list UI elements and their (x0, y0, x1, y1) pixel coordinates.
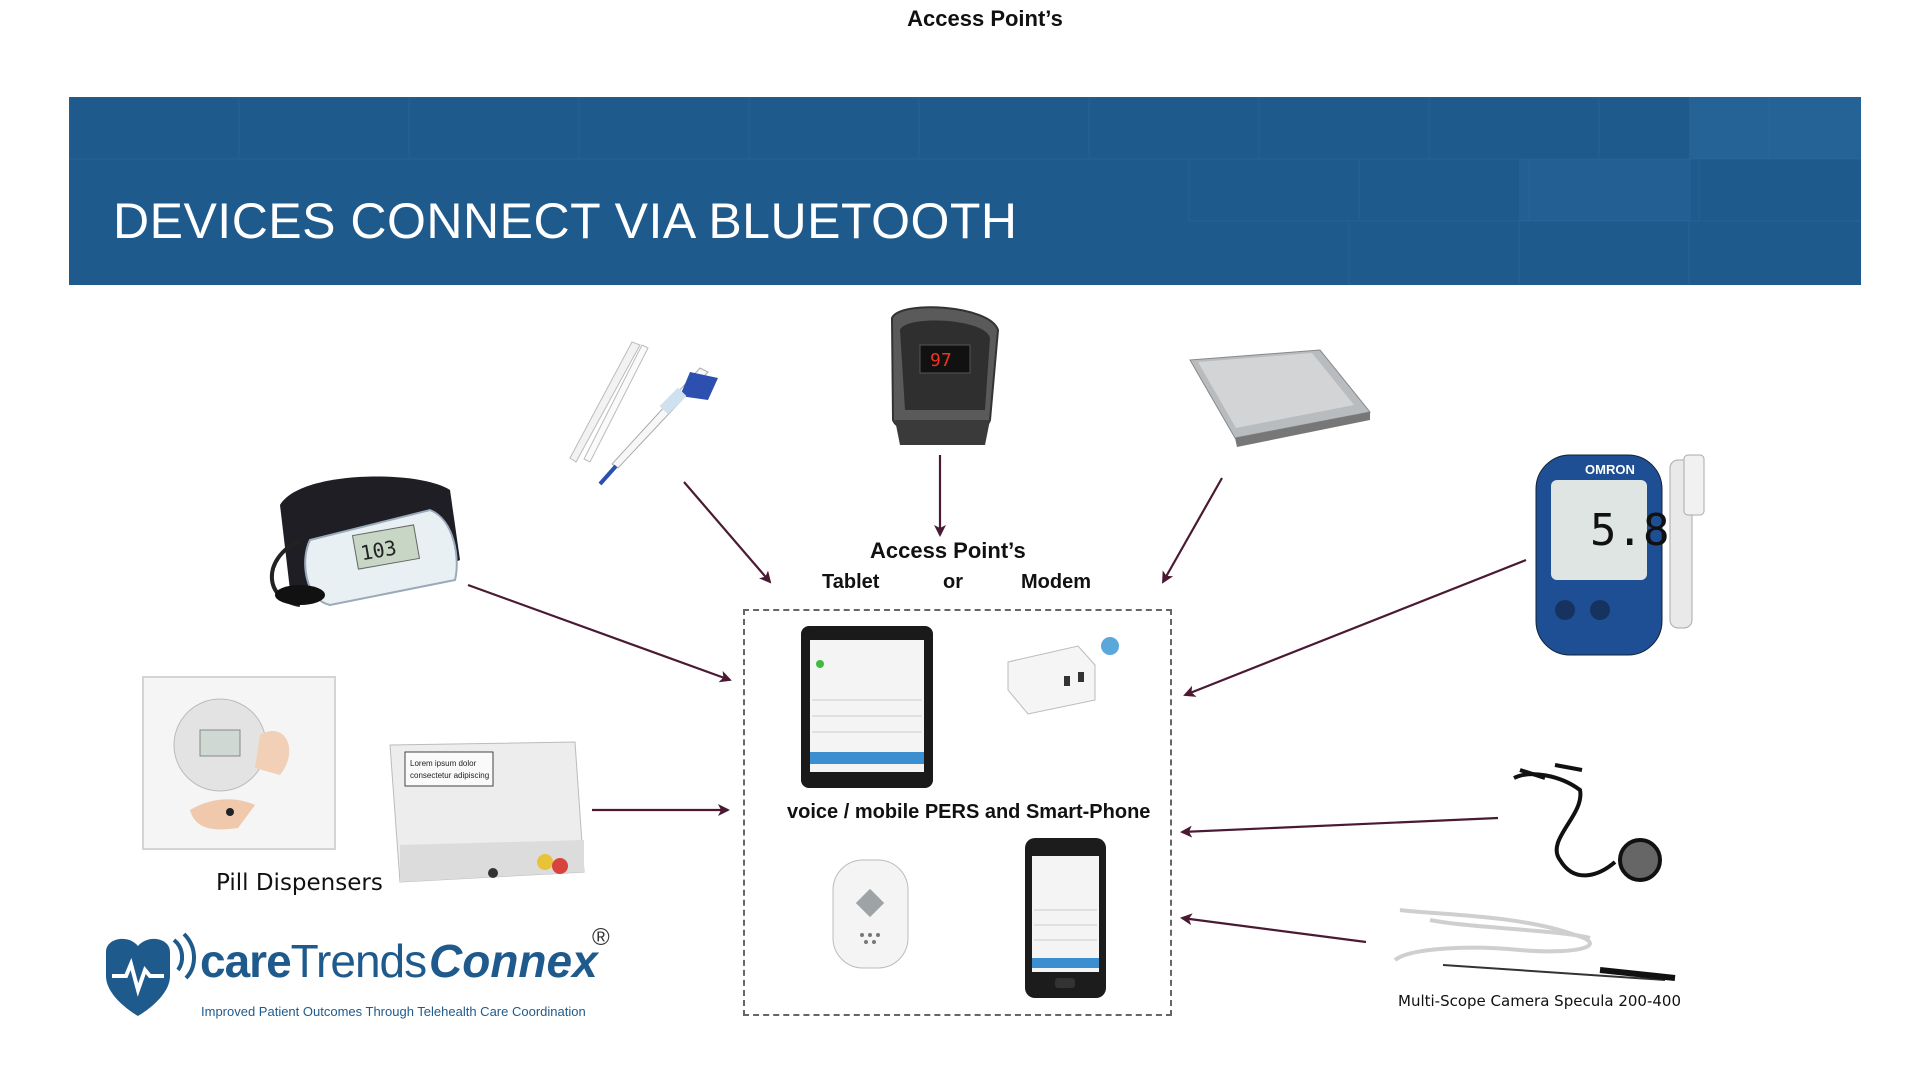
glucose-meter-icon: OMRON 5.8 (1535, 454, 1705, 656)
or-label: or (943, 571, 963, 593)
tablet-label: Tablet (822, 571, 880, 593)
thermometer-icon (569, 341, 718, 486)
pill-dispenser-photo (142, 676, 336, 850)
arrow-glucose (1183, 558, 1527, 697)
logo-tagline: Improved Patient Outcomes Through Telehe… (201, 1004, 586, 1019)
page-top-title: Access Point’s (907, 6, 1063, 31)
svg-text:consectetur adipiscing: consectetur adipiscing (410, 771, 489, 780)
svg-text:Lorem ipsum dolor: Lorem ipsum dolor (410, 759, 477, 768)
arrow-thermometer (683, 481, 772, 584)
blood-pressure-monitor-icon: 103 (269, 476, 460, 607)
arrow-scope-camera (1180, 913, 1367, 944)
heart-shield-icon (106, 932, 196, 1016)
tablet-device-icon (801, 626, 933, 788)
logo-word-care-trends: careTrends (200, 935, 427, 987)
multi-scope-camera-icon (1393, 908, 1676, 981)
multi-scope-label: Multi-Scope Camera Specula 200-400 (1398, 992, 1682, 1010)
pill-dispensers-label: Pill Dispensers (216, 870, 383, 896)
arrow-bp-monitor (467, 583, 732, 683)
arrow-stethoscope (1180, 816, 1499, 838)
svg-text:97: 97 (930, 350, 952, 371)
access-point-box (743, 609, 1172, 1016)
smartphone-icon (1025, 838, 1106, 998)
title-banner: DEVICES CONNECT VIA BLUETOOTH (69, 97, 1861, 285)
svg-text:5.8: 5.8 (1590, 505, 1669, 556)
arrow-scale (1162, 477, 1223, 584)
banner-pattern (69, 97, 1861, 285)
weight-scale-icon (1189, 349, 1371, 447)
pill-box-icon: Lorem ipsum dolor consectetur adipiscing (389, 741, 585, 883)
logo-word-connex: Connex (429, 935, 598, 987)
svg-text:OMRON: OMRON (1585, 462, 1635, 477)
stethoscope-icon (1513, 763, 1662, 882)
caretrends-connex-logo: careTrends Connex ® Improved Patient Out… (98, 924, 638, 1024)
modem-label: Modem (1021, 571, 1091, 593)
pers-smartphone-label: voice / mobile PERS and Smart-Phone (787, 801, 1151, 823)
logo-registered-mark: ® (592, 924, 610, 951)
banner-title: DEVICES CONNECT VIA BLUETOOTH (113, 193, 1018, 249)
pers-pendant-icon (832, 859, 909, 969)
modem-device-icon (1007, 637, 1119, 715)
pulse-oximeter-icon: 97 (890, 306, 1000, 445)
access-point-title: Access Point’s (870, 538, 1026, 563)
